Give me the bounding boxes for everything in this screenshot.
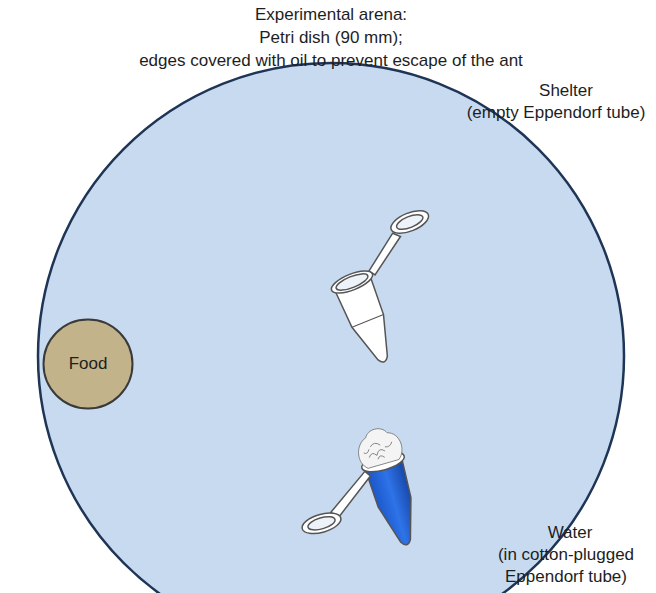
node-text: Food: [42, 354, 134, 374]
label-text: (in cotton-plugged Eppendorf tube): [480, 544, 652, 588]
label-text: edges covered with oil to prevent escape…: [139, 50, 523, 72]
title-text: Experimental arena:: [255, 4, 407, 26]
label-text: Water: [548, 522, 593, 544]
label-text: Petri dish (90 mm);: [259, 27, 403, 49]
food-circle: Food: [42, 318, 134, 410]
label-text: (empty Eppendorf tube): [467, 102, 646, 124]
label-text: Shelter: [539, 80, 593, 102]
water-tube: [281, 423, 428, 571]
cotton-plug: [353, 423, 405, 470]
petri-dish: [38, 63, 624, 593]
shelter-tube: [315, 206, 473, 370]
